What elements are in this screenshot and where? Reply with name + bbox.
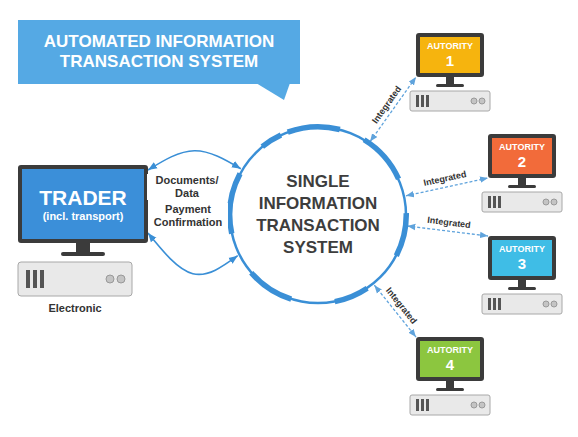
link-label: Integrated: [424, 215, 473, 232]
circle-segment: [334, 286, 368, 304]
trader-computer: [18, 243, 132, 296]
cpu-button: [471, 98, 477, 104]
monitor-base: [61, 252, 105, 256]
cpu-button: [543, 301, 549, 307]
callout-tail: [256, 83, 290, 100]
authority-screen: AUTORITY3: [488, 236, 556, 280]
node-heading: AUTORITY: [499, 244, 545, 254]
cpu-slot: [421, 95, 424, 107]
cpu-slot: [498, 196, 501, 208]
node-texts: AUTORITY2: [499, 142, 545, 170]
cpu-slot: [426, 399, 429, 411]
circle-segment: [394, 213, 409, 257]
monitor-neck: [446, 77, 454, 84]
cpu-slot: [40, 270, 44, 288]
link-label: Integrated: [368, 82, 404, 127]
cpu-slot: [493, 298, 496, 310]
title-callout: AUTOMATED INFORMATION TRANSACTION SYSTEM: [18, 20, 300, 84]
link-label: Integrated: [421, 169, 470, 190]
cpu-slot: [26, 270, 30, 288]
monitor-base: [436, 388, 464, 391]
cpu-slot: [426, 95, 429, 107]
device-caption: Electronic: [48, 302, 101, 314]
cpu-box: [410, 91, 490, 111]
cpu-slot: [488, 196, 491, 208]
monitor-base: [508, 185, 536, 188]
authority-screen: AUTORITY2: [488, 134, 556, 178]
trader-screen: TRADER(incl. transport): [18, 165, 148, 243]
cpu-slot: [416, 399, 419, 411]
node-subtext: 4: [446, 356, 454, 373]
cpu-case: [482, 294, 562, 314]
cpu-button: [551, 301, 557, 307]
node-subtext: (incl. transport): [43, 210, 124, 223]
exchange-arrow: [148, 233, 238, 274]
cpu-box: [482, 294, 562, 314]
node-texts: SINGLE INFORMATION TRANSACTION SYSTEM: [243, 171, 393, 259]
authority-screen: AUTORITY4: [416, 337, 484, 381]
authority-computer: [410, 381, 490, 415]
cpu-box: [18, 262, 132, 296]
monitor-base: [508, 287, 536, 290]
node-texts: AUTORITY4: [427, 345, 473, 373]
circle-ring: [230, 127, 406, 303]
authority-computer: [482, 178, 562, 212]
authority-computer: [410, 77, 490, 111]
cpu-case: [18, 262, 132, 296]
node-texts: AUTORITY1: [427, 41, 473, 69]
authority-computer: [482, 280, 562, 314]
circle-segment: [363, 137, 401, 180]
cpu-slot: [493, 196, 496, 208]
cpu-button: [551, 199, 557, 205]
monitor-neck: [446, 381, 454, 388]
cpu-slot: [421, 399, 424, 411]
node-heading: TRADER: [39, 186, 127, 210]
monitor-neck: [518, 280, 526, 287]
monitor-neck: [518, 178, 526, 185]
node-texts: AUTORITY3: [499, 244, 545, 272]
cpu-slot: [416, 95, 419, 107]
cpu-button: [106, 275, 114, 283]
cpu-button: [479, 98, 485, 104]
cpu-slot: [33, 270, 37, 288]
diagram-title: AUTOMATED INFORMATION TRANSACTION SYSTEM: [24, 32, 294, 73]
flow-label: Payment Confirmation: [148, 203, 228, 229]
system-circle: SINGLE INFORMATION TRANSACTION SYSTEM: [226, 123, 410, 307]
cpu-box: [482, 192, 562, 212]
cpu-slot: [498, 298, 501, 310]
node-heading: AUTORITY: [427, 345, 473, 355]
node-heading: SINGLE INFORMATION TRANSACTION SYSTEM: [243, 171, 393, 259]
circle-outline: [226, 123, 410, 307]
flow-label: Documents/ Data: [147, 174, 227, 200]
authority-screen: AUTORITY1: [416, 33, 484, 77]
circle-segment: [227, 172, 242, 234]
cpu-button: [479, 402, 485, 408]
cpu-button: [543, 199, 549, 205]
node-subtext: 3: [518, 255, 526, 272]
link-label: Integrated: [382, 284, 420, 328]
node-texts: TRADER(incl. transport): [39, 186, 127, 223]
circle-segment: [261, 132, 283, 148]
exchange-arrow: [148, 151, 241, 170]
cpu-button: [117, 275, 125, 283]
cpu-slot: [488, 298, 491, 310]
monitor-neck: [76, 243, 90, 253]
cpu-box: [410, 395, 490, 415]
circle-segment: [287, 124, 341, 135]
circle-segment: [249, 271, 292, 302]
monitor-base: [436, 84, 464, 87]
cpu-case: [410, 395, 490, 415]
node-heading: AUTORITY: [427, 41, 473, 51]
cpu-button: [471, 402, 477, 408]
node-subtext: 2: [518, 153, 526, 170]
node-heading: AUTORITY: [499, 142, 545, 152]
cpu-case: [410, 91, 490, 111]
cpu-case: [482, 192, 562, 212]
node-subtext: 1: [446, 52, 454, 69]
